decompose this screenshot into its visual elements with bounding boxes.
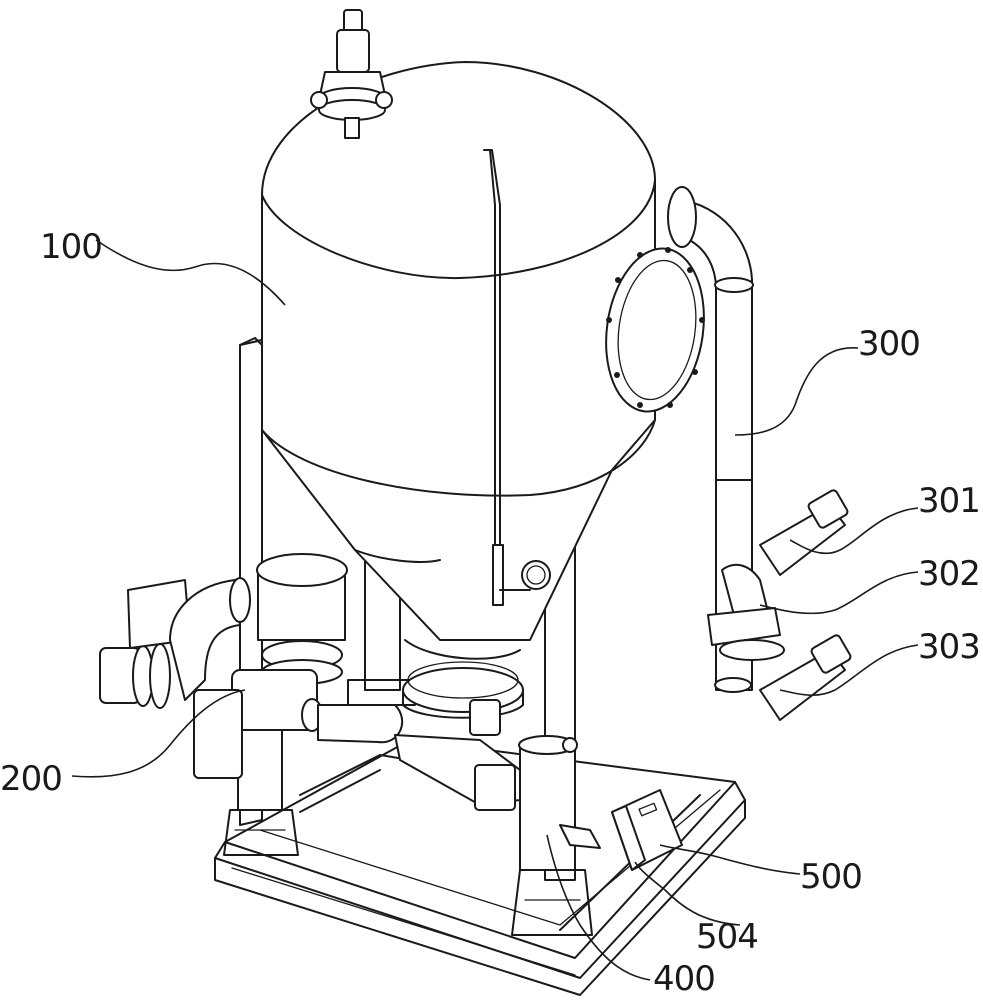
label-504: 504 [696,917,758,957]
label-200: 200 [0,759,62,799]
label-302: 302 [918,554,980,594]
label-301: 301 [918,481,980,521]
label-100: 100 [40,227,102,267]
label-300: 300 [858,324,920,364]
outlet-pipe-300 [668,187,852,720]
label-500: 500 [800,857,862,897]
label-400: 400 [653,959,715,999]
label-303: 303 [918,627,980,667]
